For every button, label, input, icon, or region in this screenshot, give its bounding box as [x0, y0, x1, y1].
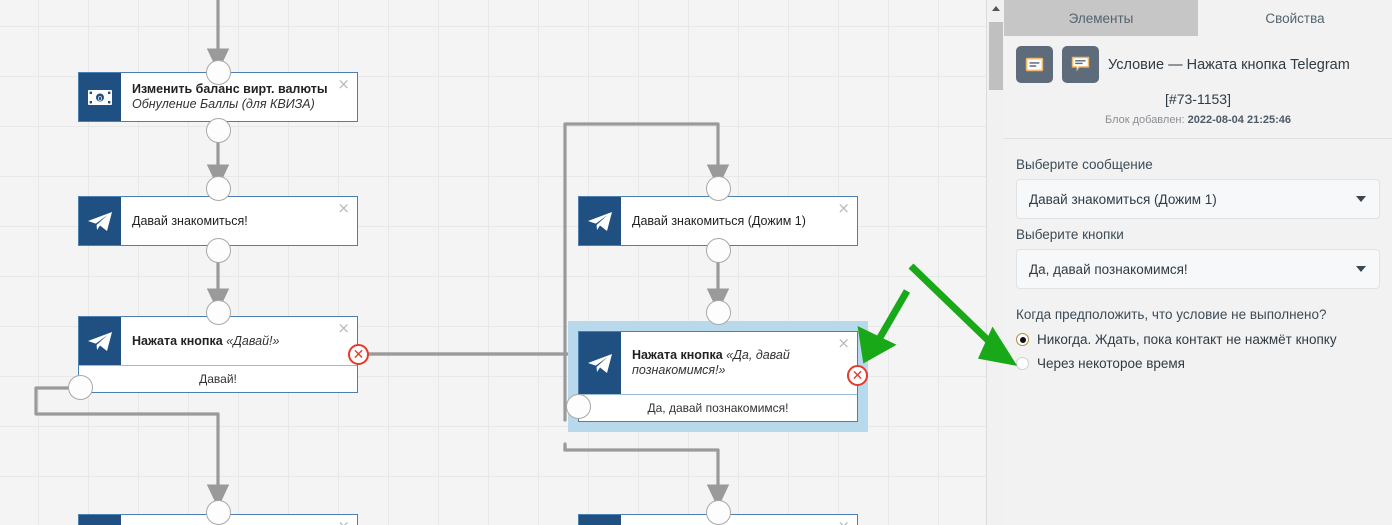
node-port-out[interactable] [206, 238, 231, 263]
node-title-quoted: «Давай!» [226, 333, 280, 348]
close-icon[interactable]: × [337, 319, 350, 337]
panel-tabs: Элементы Свойства [1004, 0, 1392, 36]
node-title-prefix: Нажата кнопка [632, 348, 727, 362]
flow-node-greeting-dozhim[interactable]: Давай знакомиться (Дожим 1) × [578, 196, 858, 246]
close-icon[interactable]: × [337, 519, 350, 525]
node-title: Изменить баланс вирт. валюты [132, 82, 328, 96]
canvas-vertical-scrollbar[interactable] [986, 0, 1004, 525]
telegram-icon [79, 515, 121, 525]
svg-text:0: 0 [98, 95, 102, 103]
node-port-in[interactable] [706, 300, 731, 325]
close-icon[interactable]: × [837, 519, 850, 525]
banknote-icon: 0 [79, 73, 121, 121]
radio-option-never[interactable]: Никогда. Ждать, пока контакт не нажмёт к… [1016, 332, 1380, 347]
tab-properties[interactable]: Свойства [1198, 0, 1392, 36]
block-header: Условие — Нажата кнопка Telegram [#73-11… [1004, 36, 1392, 138]
telegram-icon [579, 332, 621, 394]
node-port-in[interactable] [706, 500, 731, 525]
flow-node-greeting[interactable]: Давай знакомиться! × [78, 196, 358, 246]
node-title: Давай знакомиться! [132, 213, 248, 228]
node-port-in[interactable] [206, 300, 231, 325]
message-select-value: Давай знакомиться (Дожим 1) [1029, 191, 1217, 207]
buttons-select[interactable]: Да, давай познакомимся! [1016, 249, 1380, 289]
node-title-prefix: Нажата кнопка [132, 333, 227, 348]
block-title: Условие — Нажата кнопка Telegram [1108, 56, 1350, 73]
scrollbar-thumb[interactable] [989, 22, 1003, 90]
buttons-select-value: Да, давай познакомимся! [1029, 261, 1188, 277]
node-port-in[interactable] [206, 60, 231, 85]
telegram-icon [579, 515, 621, 525]
condition-question: Когда предположить, что условие не выпол… [1016, 307, 1327, 322]
scroll-up-arrow-icon[interactable] [987, 0, 1004, 17]
message-select-label: Выберите сообщение [1016, 157, 1153, 172]
close-icon[interactable]: × [837, 334, 850, 352]
node-button-label[interactable]: Да, давай познакомимся! [579, 394, 857, 421]
node-title-quoted: «Да, давай познакомимся!» [632, 348, 790, 377]
chevron-down-icon [1356, 266, 1366, 272]
node-port-out[interactable] [206, 118, 231, 143]
node-button-label[interactable]: Давай! [79, 365, 357, 392]
message-box-icon[interactable] [1016, 46, 1053, 83]
block-added-label: Блок добавлен: [1104, 114, 1185, 126]
node-port-button-out[interactable] [566, 394, 591, 419]
radio-icon-selected[interactable] [1016, 333, 1029, 346]
radio-option-after-time[interactable]: Через некоторое время [1016, 356, 1380, 371]
radio-icon-unselected[interactable] [1016, 357, 1029, 370]
message-select[interactable]: Давай знакомиться (Дожим 1) [1016, 179, 1380, 219]
node-port-in[interactable] [206, 500, 231, 525]
telegram-icon [579, 197, 621, 245]
flow-canvas[interactable]: 0 Изменить баланс вирт. валюты Обнуление… [0, 0, 986, 525]
block-id: [#73-1153] [1165, 91, 1231, 107]
panel-divider [1004, 138, 1392, 139]
node-title: Давай знакомиться (Дожим 1) [632, 213, 806, 228]
node-port-in[interactable] [206, 176, 231, 201]
tab-elements[interactable]: Элементы [1004, 0, 1198, 36]
close-icon[interactable]: × [337, 199, 350, 217]
telegram-icon [79, 197, 121, 245]
panel-form: Выберите сообщение Давай знакомиться (До… [1004, 139, 1392, 371]
buttons-select-label: Выберите кнопки [1016, 227, 1124, 242]
telegram-icon [79, 317, 121, 365]
chevron-down-icon [1356, 196, 1366, 202]
flow-node-pressed-davai[interactable]: Нажата кнопка «Давай!» × Давай! [78, 316, 358, 393]
block-added-value: 2022-08-04 21:25:46 [1187, 114, 1291, 126]
radio-option-after-time-label: Через некоторое время [1037, 356, 1185, 371]
flow-node-pressed-yes[interactable]: Нажата кнопка «Да, давай познакомимся!» … [578, 331, 858, 422]
properties-panel: Элементы Свойства [1004, 0, 1392, 525]
node-port-out[interactable] [706, 238, 731, 263]
close-icon[interactable]: × [837, 199, 850, 217]
chat-bubble-icon[interactable] [1062, 46, 1099, 83]
block-added: Блок добавлен: 2022-08-04 21:25:46 [1016, 114, 1380, 126]
node-port-button-out[interactable] [68, 375, 93, 400]
node-subtitle: Обнуление Баллы (для КВИЗА) [132, 97, 315, 111]
close-icon[interactable]: × [337, 75, 350, 93]
radio-option-never-label: Никогда. Ждать, пока контакт не нажмёт к… [1037, 332, 1337, 347]
node-port-in[interactable] [706, 176, 731, 201]
edge-delete-icon[interactable]: ✕ [348, 344, 369, 365]
edge-delete-icon[interactable]: ✕ [847, 365, 868, 386]
